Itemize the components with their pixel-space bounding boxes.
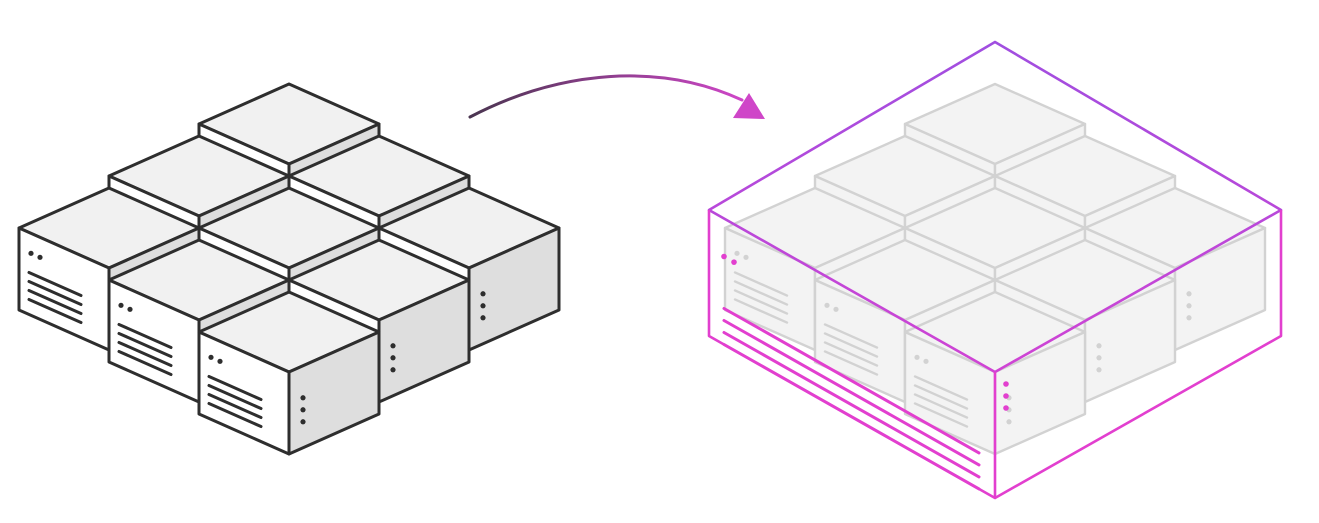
arrow-head-icon xyxy=(733,93,765,119)
drive-bay-lines-icon xyxy=(207,374,263,429)
status-led-icon xyxy=(914,354,929,364)
side-vent-icon xyxy=(480,291,486,321)
drive-bay-lines-icon xyxy=(913,375,969,428)
status-led-icon xyxy=(208,354,223,364)
side-vent-icon xyxy=(1186,291,1192,321)
container-drive-bay-lines-icon xyxy=(722,306,981,491)
status-led-icon xyxy=(28,250,43,260)
cube-side-face xyxy=(287,330,381,456)
drive-bay-lines-icon xyxy=(733,271,789,324)
transition-arrow xyxy=(468,74,765,119)
server-cube xyxy=(17,186,201,352)
drive-bay-lines-icon xyxy=(823,323,879,376)
status-led-icon xyxy=(734,250,749,260)
consolidated-server-container xyxy=(707,40,1283,500)
drive-bay-lines-icon xyxy=(27,270,83,325)
drive-bay-lines-icon xyxy=(117,322,173,377)
status-led-icon xyxy=(824,302,839,312)
side-vent-icon xyxy=(390,343,396,373)
container-side-outline xyxy=(994,210,1283,500)
side-vent-icon xyxy=(1096,343,1102,373)
status-led-icon xyxy=(118,302,133,312)
curved-arrow-icon xyxy=(468,74,744,119)
server-grid-virtualized xyxy=(723,82,1267,456)
container-status-led-icon xyxy=(721,253,737,265)
server-grid-source xyxy=(17,82,561,456)
side-vent-icon xyxy=(300,395,306,425)
container-side-vent-icon xyxy=(1003,381,1009,411)
server-cube xyxy=(197,290,381,456)
